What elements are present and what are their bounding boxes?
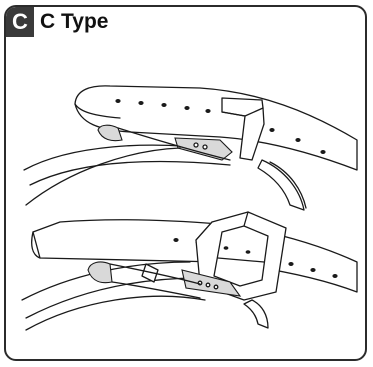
- strap-hole: [173, 238, 178, 242]
- strap-hole: [161, 103, 166, 107]
- clasp-pin: [194, 143, 198, 147]
- case-edge-line: [26, 296, 205, 330]
- strap-hole: [224, 246, 229, 250]
- strap-under: [258, 160, 304, 210]
- strap-under: [244, 300, 268, 328]
- strap-hole: [246, 250, 251, 254]
- strap-hole: [288, 262, 293, 266]
- strap-hole: [295, 138, 300, 142]
- case-edge-line: [26, 278, 200, 318]
- clasp-pin: [203, 145, 207, 149]
- strap-hole: [138, 101, 143, 105]
- strap-hole: [269, 128, 274, 132]
- clasp-pin: [206, 283, 210, 287]
- strap-hole: [115, 99, 120, 103]
- clasp-pin: [214, 285, 218, 289]
- buckle-frame-inner: [214, 226, 268, 286]
- strap-buckle-closed-illustration: [22, 212, 357, 330]
- strap-hole: [332, 274, 337, 278]
- case-edge-line: [30, 162, 230, 185]
- strap-buckle-open-illustration: [24, 86, 357, 210]
- strap-hole: [205, 109, 210, 113]
- strap-hole: [310, 268, 315, 272]
- strap-hole: [184, 106, 189, 110]
- strap-hole: [320, 150, 325, 154]
- strap-end-piece: [88, 262, 112, 283]
